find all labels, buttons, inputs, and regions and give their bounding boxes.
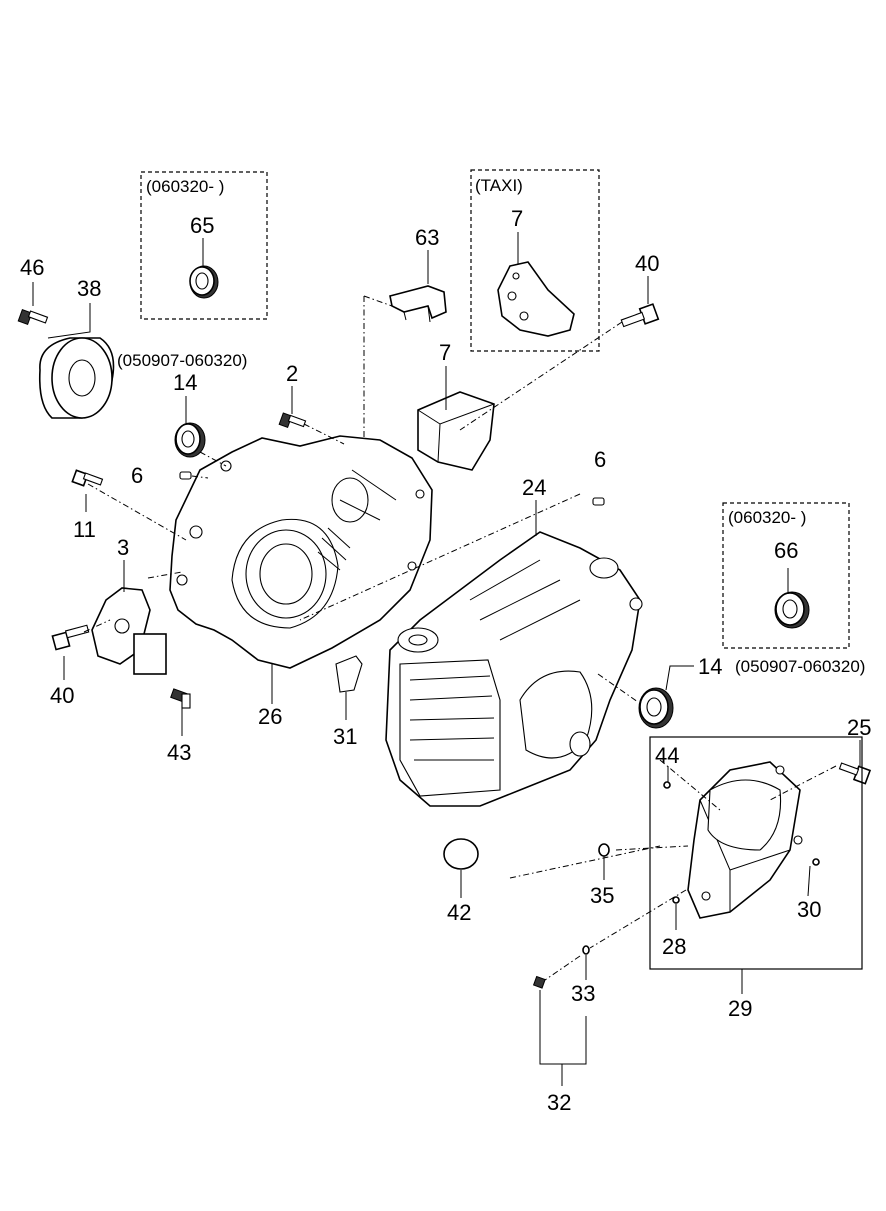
part-31-shim xyxy=(335,655,363,693)
part-44-pin xyxy=(663,781,671,789)
part-14-oil-seal-left xyxy=(174,422,206,458)
part-40-bolt-top xyxy=(620,303,660,328)
callout-43: 43 xyxy=(167,740,191,765)
part-63-bracket xyxy=(389,285,447,323)
callout-11: 11 xyxy=(73,517,96,542)
callout-24: 24 xyxy=(522,475,546,500)
part-7-bracket xyxy=(417,391,495,471)
variant-box-taxi xyxy=(470,169,600,352)
part-66-oil-seal xyxy=(774,591,810,629)
callout-33: 33 xyxy=(571,981,595,1006)
part-6-dowel-left xyxy=(179,471,192,480)
part-26-converter-housing xyxy=(169,435,433,669)
part-40-bolt-left xyxy=(51,624,90,651)
part-28-pin xyxy=(672,896,680,904)
callout-2: 2 xyxy=(286,361,298,386)
variant-box-left xyxy=(140,171,268,320)
callout-14-right: 14 xyxy=(698,654,722,679)
callout-29: 29 xyxy=(728,996,752,1021)
part-2-bolt xyxy=(278,412,307,428)
part-25-bolt xyxy=(838,762,872,785)
callout-25: 25 xyxy=(847,715,871,740)
part-33-plug xyxy=(582,945,590,955)
part-29-assembly-frame xyxy=(649,736,863,970)
part-35-small-ring xyxy=(598,843,610,857)
callout-44: 44 xyxy=(655,743,679,768)
callout-65: 65 xyxy=(190,213,214,238)
callout-7-taxi: 7 xyxy=(511,206,523,231)
callout-14-left: 14 xyxy=(173,370,197,395)
part-43-bolt xyxy=(170,688,191,709)
date-range-note-left: (050907-060320) xyxy=(117,351,247,370)
callout-63: 63 xyxy=(415,225,439,250)
variant-note-taxi: (TAXI) xyxy=(475,176,523,195)
part-11-bolt xyxy=(71,469,104,487)
callout-46: 46 xyxy=(20,255,44,280)
assembly-lines xyxy=(83,295,837,981)
part-14-oil-seal-right xyxy=(638,687,674,729)
callout-3: 3 xyxy=(117,535,129,560)
callout-42: 42 xyxy=(447,900,471,925)
part-30-pin xyxy=(812,858,820,866)
callout-66: 66 xyxy=(774,538,798,563)
date-range-note-right: (050907-060320) xyxy=(735,657,865,676)
callout-26: 26 xyxy=(258,704,282,729)
part-38-seal-ring xyxy=(38,337,115,419)
callout-6-left: 6 xyxy=(131,463,143,488)
variant-box-right xyxy=(722,502,850,649)
part-32-bolt xyxy=(532,975,546,989)
part-6-dowel-right xyxy=(592,497,605,506)
variant-note-right-date: (060320- ) xyxy=(728,508,806,527)
callout-32: 32 xyxy=(547,1090,571,1115)
callout-40-left: 40 xyxy=(50,683,74,708)
part-7-taxi-bracket xyxy=(497,261,575,337)
part-46-bolt xyxy=(17,309,49,325)
callout-40-top: 40 xyxy=(635,251,659,276)
part-42-o-ring xyxy=(443,838,479,870)
callout-labels: 46 38 65 63 7 40 14 2 7 6 6 11 24 3 66 4… xyxy=(20,206,871,1115)
variant-note-left-date: (060320- ) xyxy=(146,177,224,196)
part-24-transaxle-case xyxy=(385,531,643,807)
callout-38: 38 xyxy=(77,276,101,301)
part-29-rear-cover xyxy=(687,761,803,919)
part-3-plate xyxy=(91,587,167,675)
callout-6-right: 6 xyxy=(594,447,606,472)
callout-35: 35 xyxy=(590,883,614,908)
part-65-oil-seal xyxy=(189,265,219,299)
leader-lines xyxy=(32,232,861,1086)
callout-7: 7 xyxy=(439,340,451,365)
callout-28: 28 xyxy=(662,934,686,959)
callout-31: 31 xyxy=(333,724,357,749)
callout-30: 30 xyxy=(797,897,821,922)
